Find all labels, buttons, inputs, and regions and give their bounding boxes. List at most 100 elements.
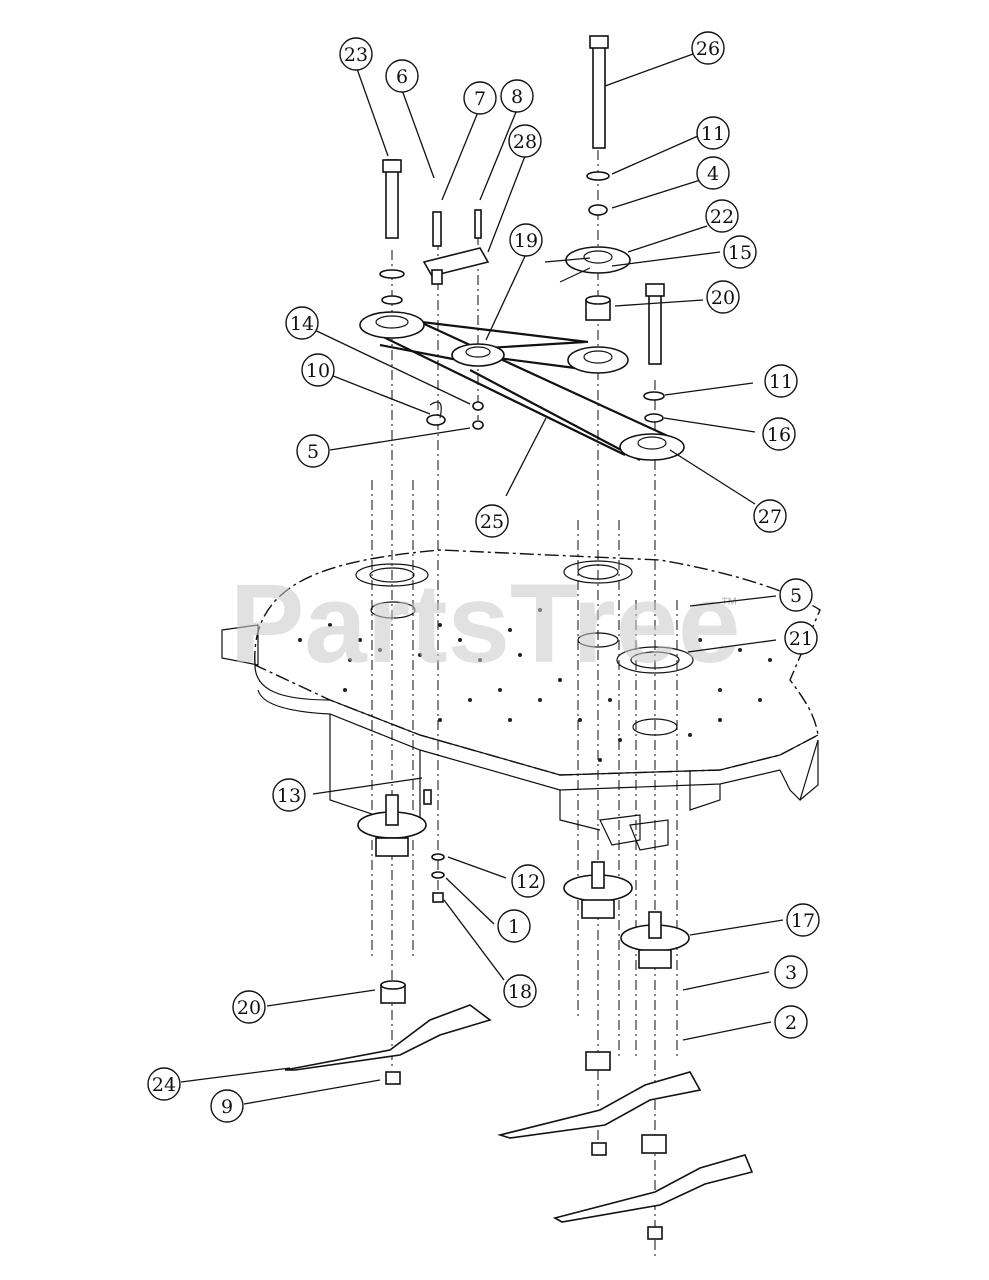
callout-13: 13 <box>272 778 306 812</box>
callout-number: 28 <box>513 131 537 153</box>
callout-number: 27 <box>758 506 782 528</box>
callout-number: 22 <box>710 206 734 228</box>
watermark-text: PartsTree <box>230 561 741 686</box>
callout-23: 23 <box>339 37 373 71</box>
callout-19: 19 <box>509 223 543 257</box>
callout-11: 11 <box>764 364 798 398</box>
callout-circle <box>774 1005 808 1039</box>
callout-circle <box>753 499 787 533</box>
spindles <box>357 789 690 1240</box>
callout-circle <box>296 434 330 468</box>
callout-number: 11 <box>701 123 725 145</box>
callout-number: 14 <box>290 313 314 335</box>
callout-5: 5 <box>296 434 330 468</box>
callout-number: 20 <box>237 997 261 1019</box>
callout-number: 19 <box>514 230 538 252</box>
callout-circle <box>784 621 818 655</box>
callout-4: 4 <box>696 156 730 190</box>
callout-circle <box>786 903 820 937</box>
callout-number: 4 <box>707 163 719 185</box>
callout-18: 18 <box>503 974 537 1008</box>
callout-circle <box>764 364 798 398</box>
callout-circle <box>210 1089 244 1123</box>
leader-lines <box>180 53 784 1105</box>
callout-number: 7 <box>474 88 486 110</box>
callout-17: 17 <box>786 903 820 937</box>
callout-number: 17 <box>791 910 815 932</box>
callout-number: 18 <box>508 981 532 1003</box>
callout-circle <box>508 124 542 158</box>
callout-26: 26 <box>691 31 725 65</box>
callout-number: 1 <box>508 916 520 938</box>
callout-28: 28 <box>508 124 542 158</box>
callout-number: 2 <box>785 1012 797 1034</box>
callout-number: 3 <box>785 962 797 984</box>
callout-number: 13 <box>277 785 301 807</box>
callout-number: 16 <box>767 424 791 446</box>
callout-circle <box>285 306 319 340</box>
callout-circle <box>497 909 531 943</box>
callout-15: 15 <box>723 235 757 269</box>
watermark-trademark: ™ <box>720 594 738 614</box>
callout-circle <box>301 353 335 387</box>
callout-number: 12 <box>516 871 540 893</box>
callout-5: 5 <box>779 578 813 612</box>
callout-14: 14 <box>285 306 319 340</box>
callout-number: 20 <box>711 287 735 309</box>
callout-25: 25 <box>475 504 509 538</box>
callout-number: 10 <box>306 360 330 382</box>
belt-drive <box>359 246 685 461</box>
callout-1: 1 <box>497 909 531 943</box>
callout-number: 11 <box>769 371 793 393</box>
callout-circle <box>705 199 739 233</box>
callout-circle <box>339 37 373 71</box>
callout-10: 10 <box>301 353 335 387</box>
callout-circle <box>691 31 725 65</box>
callout-circle <box>147 1067 181 1101</box>
callout-circle <box>500 79 534 113</box>
callout-20: 20 <box>232 990 266 1024</box>
blades <box>284 1004 754 1223</box>
callout-circle <box>385 59 419 93</box>
callout-8: 8 <box>500 79 534 113</box>
callout-circle <box>511 864 545 898</box>
callout-number: 23 <box>344 44 368 66</box>
callout-number: 15 <box>728 242 752 264</box>
callout-21: 21 <box>784 621 818 655</box>
callout-number: 6 <box>396 66 408 88</box>
callout-22: 22 <box>705 199 739 233</box>
callout-circle <box>706 280 740 314</box>
callout-9: 9 <box>210 1089 244 1123</box>
callout-7: 7 <box>463 81 497 115</box>
callout-number: 9 <box>221 1096 233 1118</box>
upper-hardware <box>379 35 665 430</box>
mower-deck <box>221 549 821 851</box>
callout-circle <box>779 578 813 612</box>
callout-number: 5 <box>790 585 802 607</box>
callout-circle <box>762 417 796 451</box>
callout-circle <box>774 955 808 989</box>
callout-3: 3 <box>774 955 808 989</box>
callout-circle <box>696 156 730 190</box>
callout-2: 2 <box>774 1005 808 1039</box>
callout-circle <box>723 235 757 269</box>
callout-16: 16 <box>762 417 796 451</box>
callout-circle <box>272 778 306 812</box>
callout-12: 12 <box>511 864 545 898</box>
callout-circle <box>503 974 537 1008</box>
callout-number: 8 <box>511 86 523 108</box>
callout-circle <box>509 223 543 257</box>
callout-11: 11 <box>696 116 730 150</box>
callout-6: 6 <box>385 59 419 93</box>
callout-number: 21 <box>789 628 813 650</box>
callout-number: 5 <box>307 441 319 463</box>
callout-number: 26 <box>696 38 720 60</box>
callout-27: 27 <box>753 499 787 533</box>
watermark: PartsTree ™ <box>230 561 741 686</box>
callout-circle <box>696 116 730 150</box>
callout-24: 24 <box>147 1067 181 1101</box>
callout-circle <box>475 504 509 538</box>
callout-number: 24 <box>152 1074 176 1096</box>
